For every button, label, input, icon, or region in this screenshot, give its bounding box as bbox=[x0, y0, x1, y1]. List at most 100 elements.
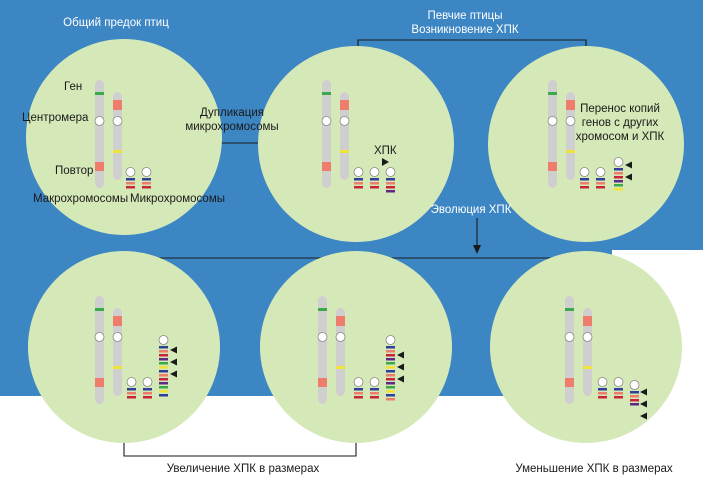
macrochromosome-1 bbox=[95, 80, 104, 188]
centromere-icon bbox=[595, 167, 606, 177]
yellow-band bbox=[113, 366, 122, 369]
grc-arrowhead bbox=[625, 161, 632, 169]
grc-band bbox=[386, 178, 395, 181]
label-microchromosomes: Микрохромосомы bbox=[130, 193, 225, 205]
macrochromosome-1 bbox=[548, 80, 557, 188]
centromere-icon bbox=[629, 380, 640, 390]
cell-gene-transfer bbox=[488, 46, 684, 242]
repeat-band bbox=[95, 162, 104, 171]
label-transfer-2: генов с других bbox=[581, 117, 659, 129]
repeat-band bbox=[565, 378, 574, 387]
centromere-icon bbox=[613, 377, 624, 387]
microchromosome-band bbox=[580, 178, 589, 181]
macrochromosome-2 bbox=[113, 308, 122, 396]
microchromosome-band bbox=[354, 178, 363, 181]
cell-ancestor bbox=[26, 39, 222, 235]
microchromosome-band bbox=[127, 392, 136, 395]
centromere-icon bbox=[385, 167, 396, 177]
grc-band bbox=[630, 391, 639, 394]
grc-band bbox=[159, 358, 168, 361]
microchromosome-band bbox=[598, 396, 607, 399]
grc-arrowhead bbox=[640, 400, 647, 408]
grc-band bbox=[614, 184, 623, 187]
yellow-band bbox=[336, 366, 345, 369]
centromere-icon bbox=[317, 332, 328, 342]
grc-band bbox=[386, 374, 395, 377]
grc-band bbox=[614, 176, 623, 179]
label-duplication: Дупликация bbox=[199, 107, 265, 119]
centromere-icon bbox=[547, 116, 558, 126]
microchromosome-band bbox=[614, 392, 623, 395]
chromosomes bbox=[94, 80, 647, 420]
grc-band bbox=[159, 390, 168, 393]
microchromosome-band bbox=[598, 388, 607, 391]
macrochromosome-1 bbox=[95, 296, 104, 404]
label-gene: Ген bbox=[64, 81, 83, 93]
grc-band bbox=[386, 382, 395, 385]
microchromosome-band bbox=[126, 178, 135, 181]
grc-band bbox=[386, 394, 395, 397]
microchromosome-band bbox=[598, 392, 607, 395]
grc-band bbox=[159, 394, 168, 397]
grc-arrowhead bbox=[640, 412, 647, 420]
grc-band bbox=[159, 374, 168, 377]
grc-band bbox=[386, 398, 395, 401]
macrochromosome-2 bbox=[583, 308, 592, 396]
microchromosome-band bbox=[354, 396, 363, 399]
microchromosome-band bbox=[142, 182, 151, 185]
centromere-icon bbox=[613, 157, 624, 167]
grc-band bbox=[614, 180, 623, 183]
grc-band bbox=[159, 346, 168, 349]
label-transfer-1: Перенос копий bbox=[580, 103, 660, 115]
microchromosome-band bbox=[143, 392, 152, 395]
grc-band bbox=[159, 362, 168, 365]
label-increase: Увеличение ХПК в размерах bbox=[166, 463, 320, 475]
macrochromosome-2 bbox=[113, 92, 122, 180]
label-decrease: Уменьшение ХПК в размерах bbox=[515, 463, 673, 475]
microchromosome-band bbox=[596, 186, 605, 189]
increase-bracket bbox=[123, 440, 357, 457]
grc-band bbox=[386, 354, 395, 357]
cell-grc-increase-2 bbox=[260, 251, 452, 443]
centromere-icon bbox=[597, 377, 608, 387]
evolution-arrowhead bbox=[473, 245, 481, 254]
repeat-band bbox=[548, 162, 557, 171]
label-centromere: Центромера bbox=[22, 112, 89, 124]
label-microchromosome: микрохромосомы bbox=[185, 121, 279, 133]
label-ancestor: Общий предок птиц bbox=[63, 17, 169, 29]
microchromosome-band bbox=[370, 186, 379, 189]
grc-arrowhead bbox=[397, 363, 404, 371]
macrochromosome-2 bbox=[340, 92, 349, 180]
grc-band bbox=[159, 378, 168, 381]
grc-band bbox=[386, 182, 395, 185]
centromere-icon bbox=[125, 167, 136, 177]
gene-band bbox=[318, 308, 327, 311]
gene-band bbox=[95, 308, 104, 311]
grc-band bbox=[159, 382, 168, 385]
cell-songbird-origin bbox=[258, 46, 454, 242]
centromere-icon bbox=[94, 332, 105, 342]
grc-band bbox=[630, 403, 639, 406]
grc-arrowhead bbox=[382, 158, 389, 166]
grc-band bbox=[386, 186, 395, 189]
microchromosome-band bbox=[126, 186, 135, 189]
cell-grc-increase-1 bbox=[28, 251, 220, 443]
centromere-icon bbox=[94, 116, 105, 126]
label-hpk: ХПК bbox=[374, 145, 397, 157]
centromere-icon bbox=[335, 332, 346, 342]
yellow-band bbox=[566, 150, 575, 153]
macrochromosome-2 bbox=[336, 308, 345, 396]
grc-band bbox=[159, 350, 168, 353]
centromere-icon bbox=[369, 377, 380, 387]
centromere-icon bbox=[112, 332, 123, 342]
repeat-band bbox=[113, 100, 122, 110]
microchromosome-band bbox=[126, 182, 135, 185]
repeat-band bbox=[336, 316, 345, 326]
grc-arrowhead bbox=[170, 358, 177, 366]
label-repeat: Повтор bbox=[55, 165, 94, 177]
microchromosome-band bbox=[370, 396, 379, 399]
microchromosome-band bbox=[596, 178, 605, 181]
grc-band bbox=[386, 362, 395, 365]
microchromosome-band bbox=[614, 388, 623, 391]
